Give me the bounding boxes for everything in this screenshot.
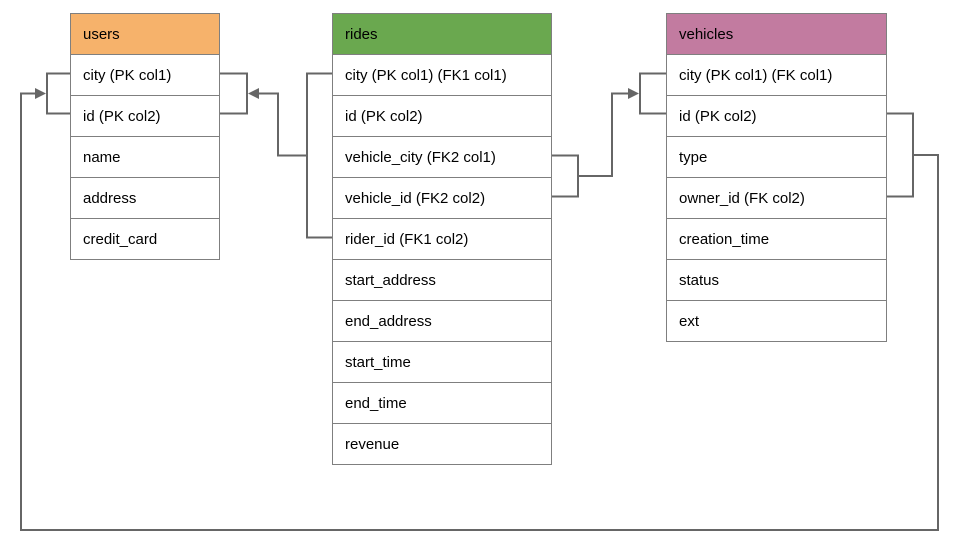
table-vehicles: vehicles city (PK col1) (FK col1) id (PK… [666, 13, 887, 342]
rides-row-city: city (PK col1) (FK1 col1) [333, 54, 551, 95]
rides-row-start-time: start_time [333, 341, 551, 382]
fk2-connector-rides-to-vehicles [551, 72, 667, 198]
vehicles-row-owner-id: owner_id (FK col2) [667, 177, 886, 218]
fk-stem-around-bottom [20, 92, 939, 531]
rides-row-end-time: end_time [333, 382, 551, 423]
fk-users-bracket [46, 72, 71, 115]
fk1-rides-bracket [306, 72, 333, 239]
users-row-city: city (PK col1) [71, 54, 219, 95]
vehicles-row-creation-time: creation_time [667, 218, 886, 259]
vehicles-row-status: status [667, 259, 886, 300]
fk1-users-bracket [219, 72, 248, 115]
users-row-address: address [71, 177, 219, 218]
rides-row-vehicle-city: vehicle_city (FK2 col1) [333, 136, 551, 177]
rides-row-vehicle-id: vehicle_id (FK2 col2) [333, 177, 551, 218]
vehicles-row-id: id (PK col2) [667, 95, 886, 136]
users-row-id: id (PK col2) [71, 95, 219, 136]
vehicles-row-type: type [667, 136, 886, 177]
table-users: users city (PK col1) id (PK col2) name a… [70, 13, 220, 260]
fk-arrowhead [35, 88, 46, 99]
table-vehicles-header: vehicles [667, 14, 886, 54]
fk1-connector-rides-to-users [219, 72, 333, 239]
vehicles-row-city: city (PK col1) (FK col1) [667, 54, 886, 95]
vehicles-row-ext: ext [667, 300, 886, 341]
fk2-rides-bracket [551, 154, 579, 198]
fk2-vehicles-bracket [639, 72, 667, 115]
fk-connector-vehicles-to-users [20, 72, 939, 531]
fk2-stem [578, 92, 636, 177]
rides-row-end-address: end_address [333, 300, 551, 341]
rides-row-start-address: start_address [333, 259, 551, 300]
fk2-arrowhead [628, 88, 639, 99]
table-users-header: users [71, 14, 219, 54]
table-rides: rides city (PK col1) (FK1 col1) id (PK c… [332, 13, 552, 465]
users-row-credit-card: credit_card [71, 218, 219, 259]
rides-row-id: id (PK col2) [333, 95, 551, 136]
fk-vehicles-bracket [886, 112, 914, 198]
fk1-stem [251, 92, 307, 157]
table-rides-header: rides [333, 14, 551, 54]
rides-row-revenue: revenue [333, 423, 551, 464]
users-row-name: name [71, 136, 219, 177]
rides-row-rider-id: rider_id (FK1 col2) [333, 218, 551, 259]
fk1-arrowhead [248, 88, 259, 99]
